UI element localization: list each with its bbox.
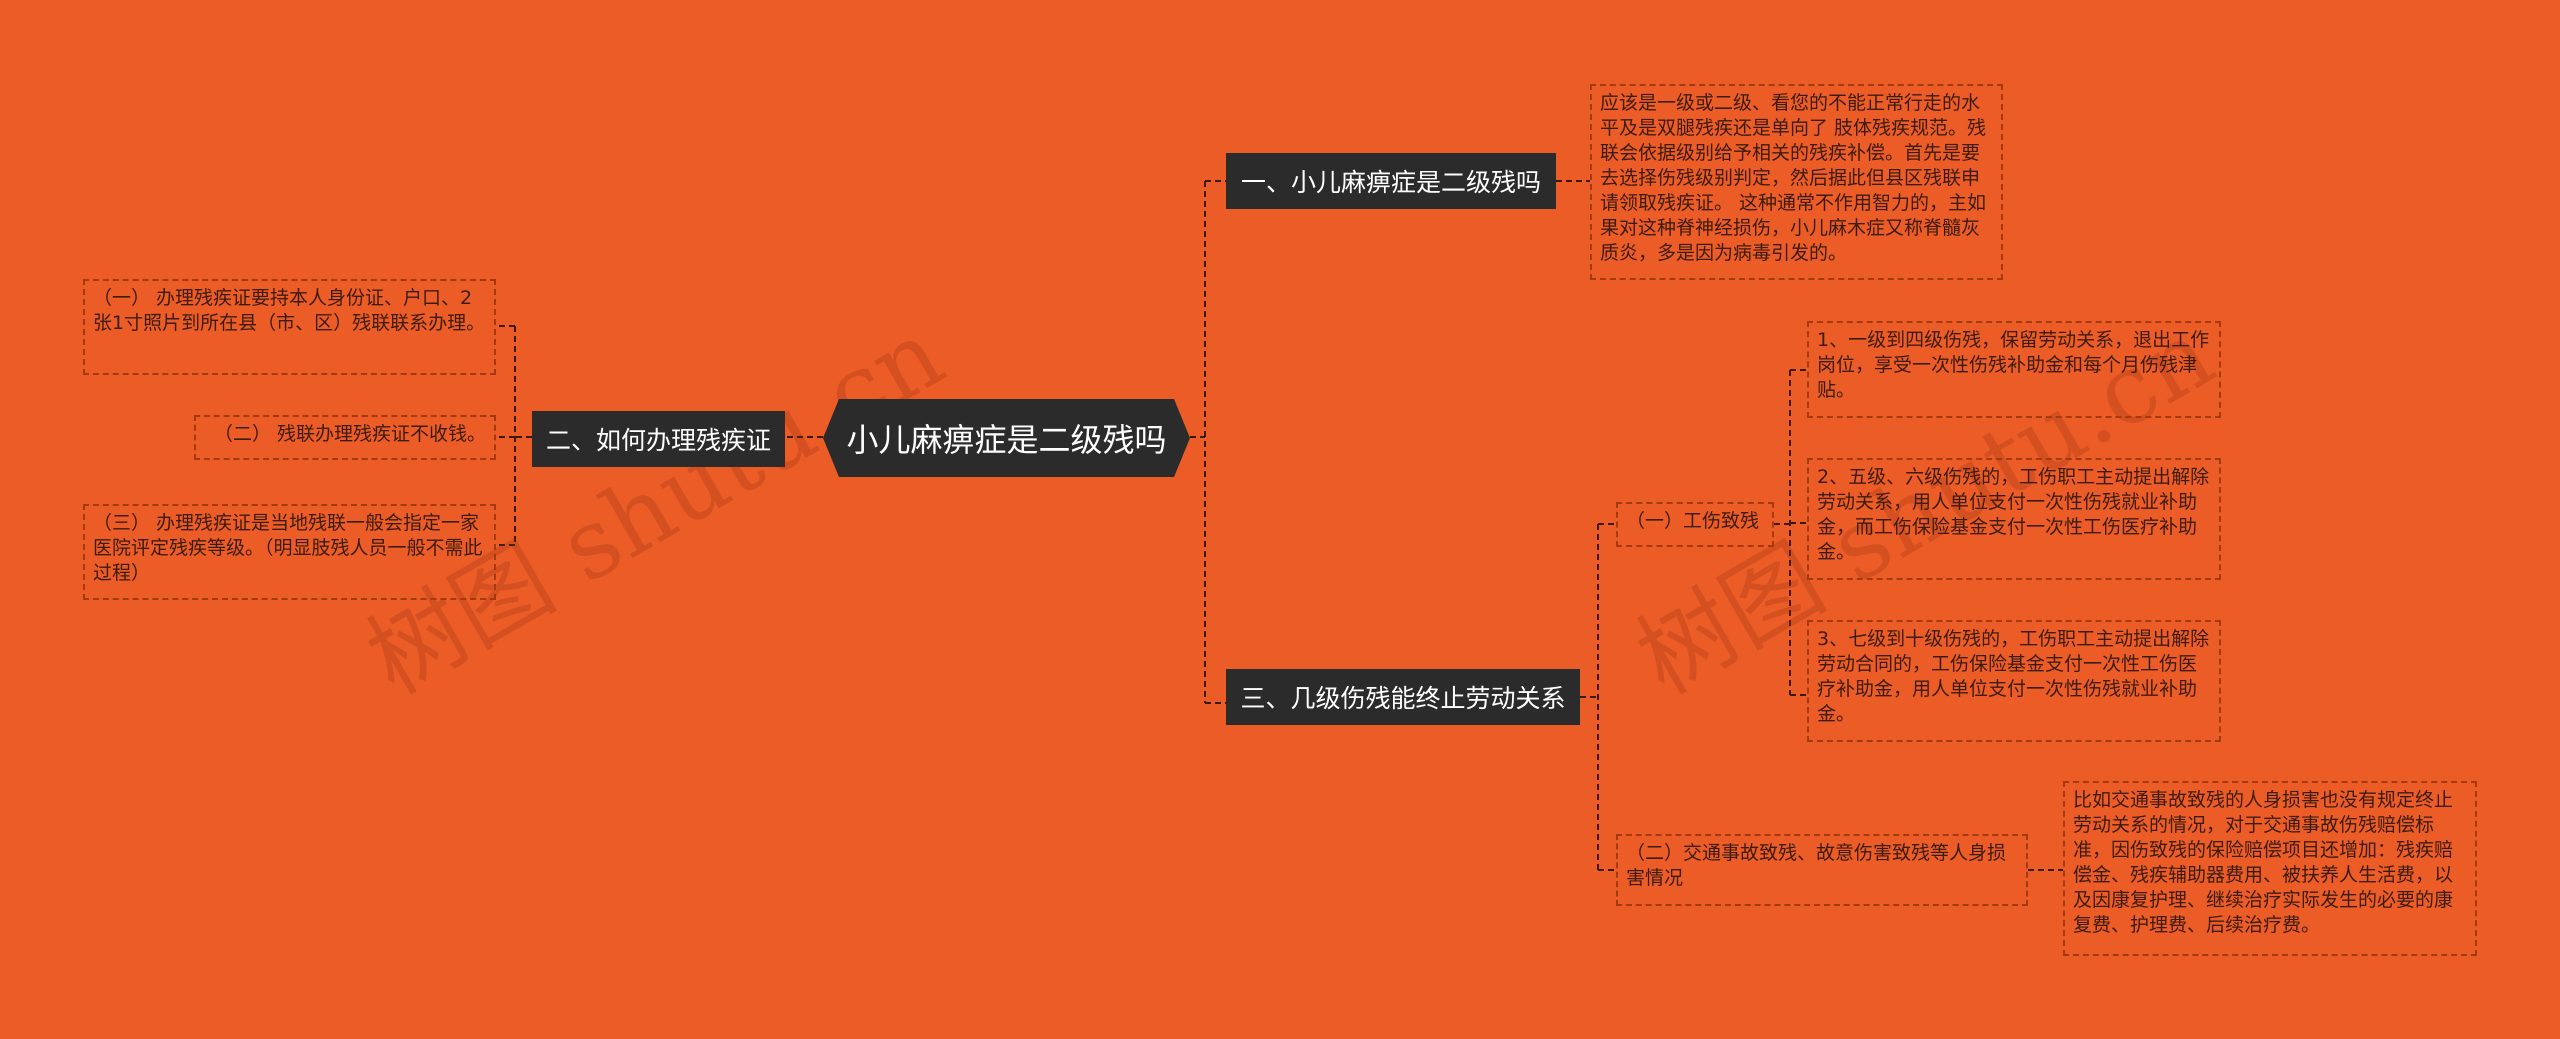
connector-b3-subs [1580,523,1616,871]
branch-node-1[interactable]: 一、小儿麻痹症是二级残吗 [1226,153,1556,209]
leaf-node-b2-1: （一） 办理残疾证要持本人身份证、户口、2张1寸照片到所在县（市、区）残联联系办… [83,279,496,375]
connector-root-right [1190,180,1226,704]
leaf-node-b2-2: （二） 残联办理残疾证不收钱。 [194,415,496,460]
sub-node-work-injury[interactable]: （一）工伤致残 [1616,502,1774,547]
connector-b2-leaves [496,325,532,546]
leaf-node-work-injury-3: 3、七级到十级伤残的，工伤职工主动提出解除劳动合同的，工伤保险基金支付一次性工伤… [1807,620,2221,742]
branch-node-2[interactable]: 二、如何办理残疾证 [532,411,785,467]
leaf-node-traffic-injury: 比如交通事故致残的人身损害也没有规定终止劳动关系的情况，对于交通事故伤残赔偿标准… [2063,781,2477,956]
leaf-node-work-injury-2: 2、五级、六级伤残的，工伤职工主动提出解除劳动关系，用人单位支付一次性伤残就业补… [1807,458,2221,580]
leaf-node-work-injury-1: 1、一级到四级伤残，保留劳动关系，退出工作岗位，享受一次性伤残补助金和每个月伤残… [1807,321,2221,418]
leaf-node-b1: 应该是一级或二级、看您的不能正常行走的水平及是双腿残疾还是单向了 肢体残疾规范。… [1590,84,2003,280]
connector-sub1-leaves [1774,369,1807,696]
branch-node-3[interactable]: 三、几级伤残能终止劳动关系 [1226,669,1580,725]
sub-node-traffic-injury[interactable]: （二）交通事故致残、故意伤害致残等人身损害情况 [1616,834,2028,906]
root-node[interactable]: 小儿麻痹症是二级残吗 [823,399,1190,477]
leaf-node-b2-3: （三） 办理残疾证是当地残联一般会指定一家医院评定残疾等级。（明显肢残人员一般不… [83,504,496,600]
